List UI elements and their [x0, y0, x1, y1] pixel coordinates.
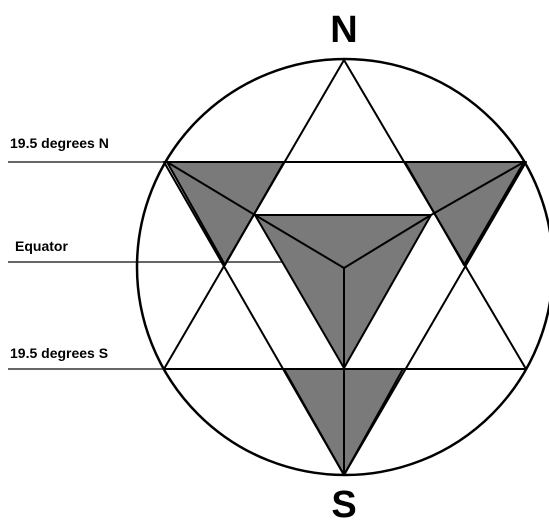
edge-center-inner-left — [254, 214, 345, 269]
downward-triangle — [163, 161, 527, 476]
edge-left-to-center — [166, 161, 256, 216]
shaded-faces — [166, 161, 525, 476]
latitude-north-label: 19.5 degrees N — [10, 135, 109, 151]
equator-label: Equator — [15, 238, 68, 254]
shaded-face-upper-left — [166, 161, 285, 266]
sphere-outline — [135, 57, 549, 477]
edge-right-to-center — [430, 161, 525, 216]
latitude-guides — [8, 161, 286, 370]
edge-center-inner-right — [343, 214, 432, 269]
latitude-south-label: 19.5 degrees S — [10, 345, 108, 361]
north-label: N — [330, 9, 357, 51]
inner-edges — [166, 161, 525, 476]
shaded-face-upper-right — [404, 161, 525, 266]
south-label: S — [331, 484, 356, 524]
